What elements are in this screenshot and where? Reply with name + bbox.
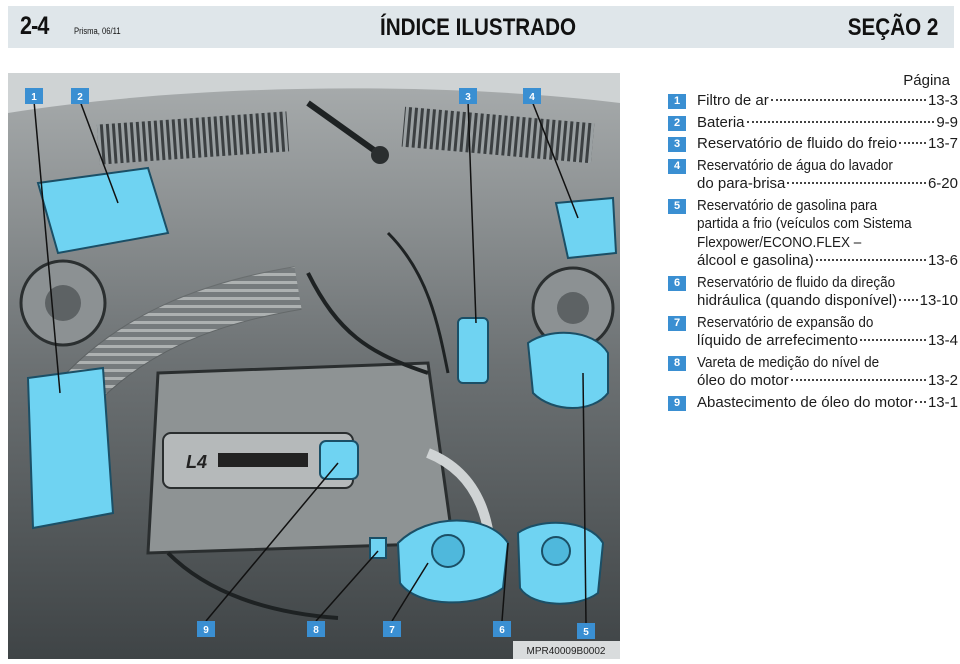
entry-text-line: Vareta de medição do nível de [697, 353, 880, 371]
leader-dots [787, 182, 926, 184]
item-number-badge: 5 [668, 198, 686, 214]
callout-2: 2 [71, 88, 89, 104]
entry-last-line: líquido de arrefecimento 13-4 [697, 332, 958, 351]
entry-last-line: Filtro de ar 13-3 [697, 92, 958, 111]
item-number-badge: 4 [668, 158, 686, 174]
callout-4: 4 [523, 88, 541, 104]
index-entry: 3 Reservatório de fluido do freio 13-7 [668, 135, 958, 154]
entry-text: Reservatório de fluido do freio [697, 135, 898, 152]
callout-7: 7 [383, 621, 401, 637]
callout-1: 1 [25, 88, 43, 104]
leader-dots [914, 400, 926, 403]
leader-dots [899, 142, 926, 144]
entry-text-line: Flexpower/ECONO.FLEX – [697, 233, 862, 251]
entry-page-ref: 13-6 [927, 252, 958, 269]
entry-page-ref: 13-10 [919, 292, 958, 309]
entry-page-ref: 13-4 [927, 332, 958, 349]
entry-text: Abastecimento de óleo do motor [697, 393, 913, 411]
item-number-badge: 3 [668, 137, 686, 152]
svg-text:6: 6 [499, 625, 505, 636]
page-title: ÍNDICE ILUSTRADO [380, 14, 577, 41]
svg-text:7: 7 [389, 625, 395, 636]
leader-dots [770, 99, 926, 101]
index-entry: 2 Bateria 9-9 [668, 114, 958, 133]
entry-text-line: Reservatório de expansão do [697, 313, 874, 331]
svg-text:1: 1 [31, 92, 37, 103]
entry-text-line: Reservatório de fluido da direção [697, 273, 896, 291]
svg-text:9: 9 [203, 625, 209, 636]
entry-text: álcool e gasolina) [697, 252, 814, 269]
entry-text: líquido de arrefecimento [697, 332, 858, 349]
engine-bay-drawing: L4 [8, 73, 620, 659]
callout-6: 6 [493, 621, 511, 637]
leader-dots [859, 339, 926, 341]
page-number: 2-4 [20, 12, 49, 40]
entry-text: óleo do motor [697, 372, 789, 389]
entry-text: hidráulica (quando disponível) [697, 292, 898, 309]
entry-last-line: Reservatório de fluido do freio 13-7 [697, 135, 958, 154]
image-code: MPR40009B0002 [527, 646, 606, 657]
leader-dots [815, 259, 926, 261]
svg-text:4: 4 [529, 92, 535, 103]
callout-9: 9 [197, 621, 215, 637]
entry-page-ref: 9-9 [936, 113, 958, 131]
leader-dots [899, 299, 918, 301]
leader-dots [790, 379, 926, 381]
callout-3: 3 [459, 88, 477, 104]
engine-bay-illustration: L4 [8, 73, 620, 659]
item-number-badge: 1 [668, 94, 686, 109]
callout-8: 8 [307, 621, 325, 637]
index-entry: 1 Filtro de ar 13-3 [668, 92, 958, 111]
item-number-badge: 8 [668, 355, 686, 371]
edition-label: Prisma, 06/11 [74, 26, 121, 36]
item-number-badge: 9 [668, 395, 686, 411]
entry-text-line: Reservatório de gasolina para [697, 196, 878, 214]
entry-last-line: óleo do motor 13-2 [697, 372, 958, 391]
entry-text: do para-brisa [697, 175, 786, 192]
svg-text:5: 5 [583, 627, 589, 638]
entry-page-ref: 13-3 [927, 92, 958, 109]
entry-last-line: álcool e gasolina) 13-6 [697, 252, 958, 271]
svg-text:8: 8 [313, 625, 319, 636]
item-number-badge: 7 [668, 315, 686, 331]
entry-text-line: Reservatório de água do lavador [697, 156, 893, 174]
section-label: SEÇÃO 2 [847, 14, 938, 41]
item-number-badge: 6 [668, 275, 686, 291]
entry-text: Filtro de ar [697, 92, 769, 109]
svg-text:3: 3 [465, 92, 471, 103]
entry-text: Bateria [697, 113, 745, 131]
entry-last-line: hidráulica (quando disponível) 13-10 [697, 292, 958, 311]
svg-text:2: 2 [77, 92, 83, 103]
entry-page-ref: 13-1 [927, 393, 958, 411]
entry-page-ref: 13-7 [927, 135, 958, 152]
index-entry: 9 Abastecimento de óleo do motor 13-1 [668, 394, 958, 413]
page-column-label: Página [903, 72, 950, 89]
leader-dots [746, 120, 935, 123]
entry-last-line: Bateria 9-9 [697, 114, 958, 133]
entry-page-ref: 6-20 [927, 175, 958, 192]
page-header: 2-4 Prisma, 06/11 ÍNDICE ILUSTRADO SEÇÃO… [8, 6, 954, 48]
item-number-badge: 2 [668, 115, 686, 131]
callout-5: 5 [577, 623, 595, 639]
entry-page-ref: 13-2 [927, 372, 958, 389]
entry-last-line: Abastecimento de óleo do motor 13-1 [697, 394, 958, 413]
entry-text-line: partida a frio (veículos com Sistema [697, 215, 912, 232]
engine-badge: L4 [186, 452, 207, 472]
entry-last-line: do para-brisa 6-20 [697, 175, 958, 194]
